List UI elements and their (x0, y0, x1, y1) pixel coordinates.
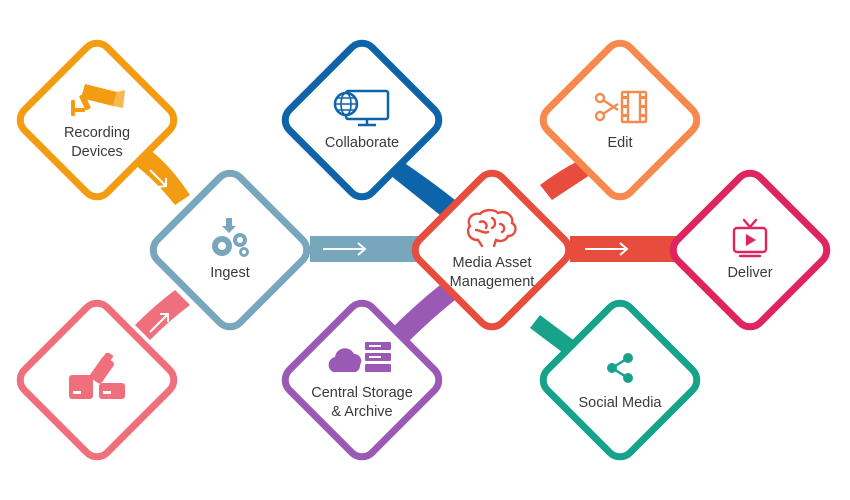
label-recording: Recording Devices (63, 125, 131, 160)
label-mam: Media Asset Management (449, 255, 535, 290)
node-recording-devices: Recording Devices (7, 30, 187, 210)
share-icon (607, 352, 633, 383)
node-social-media: Social Media (530, 290, 710, 470)
connector-collaborate-mam (390, 160, 455, 215)
node-media-asset-management: Media Asset Management (402, 160, 582, 340)
node-central-storage: Central Storage & Archive (272, 290, 452, 470)
cloud-archive-icon (328, 342, 391, 372)
label-collaborate: Collaborate (324, 134, 400, 151)
label-central-storage: Central Storage & Archive (311, 385, 413, 420)
scissors-film-icon (594, 90, 648, 123)
node-edit: Edit (530, 30, 710, 210)
label-social-media: Social Media (578, 394, 662, 411)
node-storage-devices (7, 290, 187, 470)
node-collaborate: Collaborate (272, 30, 452, 210)
connector-central-mam (390, 285, 455, 345)
arrow-recording-ingest (149, 169, 167, 188)
brain-icon (466, 208, 517, 248)
node-deliver: Deliver (660, 160, 840, 340)
usb-drives-icon (69, 353, 125, 399)
arrow-mam-deliver (585, 242, 629, 256)
arrow-usb-ingest (149, 313, 169, 333)
label-ingest: Ingest (210, 264, 250, 281)
label-deliver: Deliver (727, 264, 773, 281)
node-ingest: Ingest (140, 160, 320, 340)
label-edit: Edit (607, 134, 633, 151)
globe-monitor-icon (333, 89, 390, 126)
arrow-ingest-mam (323, 242, 367, 256)
connector-recording-ingest (135, 150, 190, 205)
connector-edit-mam (540, 160, 590, 200)
tv-icon (732, 218, 768, 257)
cctv-camera-icon (71, 84, 125, 116)
gears-icon (212, 217, 249, 257)
